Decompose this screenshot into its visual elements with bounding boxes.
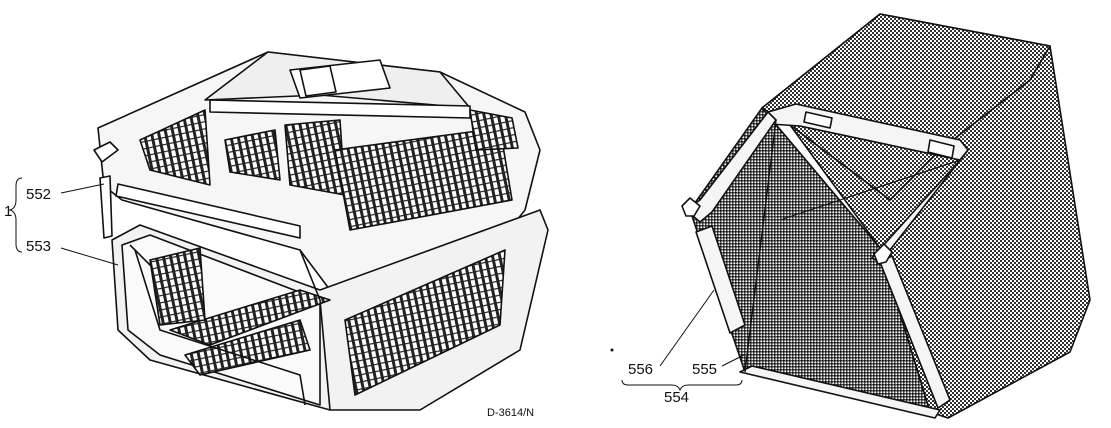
leader-lines-left (8, 177, 119, 266)
leader-lines-right (610, 289, 745, 392)
drawing-code: D-3614/N (487, 407, 535, 419)
mesh-bag (681, 13, 1091, 419)
label-part-556: 556 (628, 361, 654, 378)
label-part-553: 553 (26, 238, 52, 255)
label-part-554: 554 (664, 389, 690, 406)
label-part-555: 555 (692, 361, 718, 378)
label-part-552: 552 (26, 186, 52, 203)
plastic-catcher (93, 51, 549, 411)
label-assembly-1: 1 (4, 203, 13, 220)
